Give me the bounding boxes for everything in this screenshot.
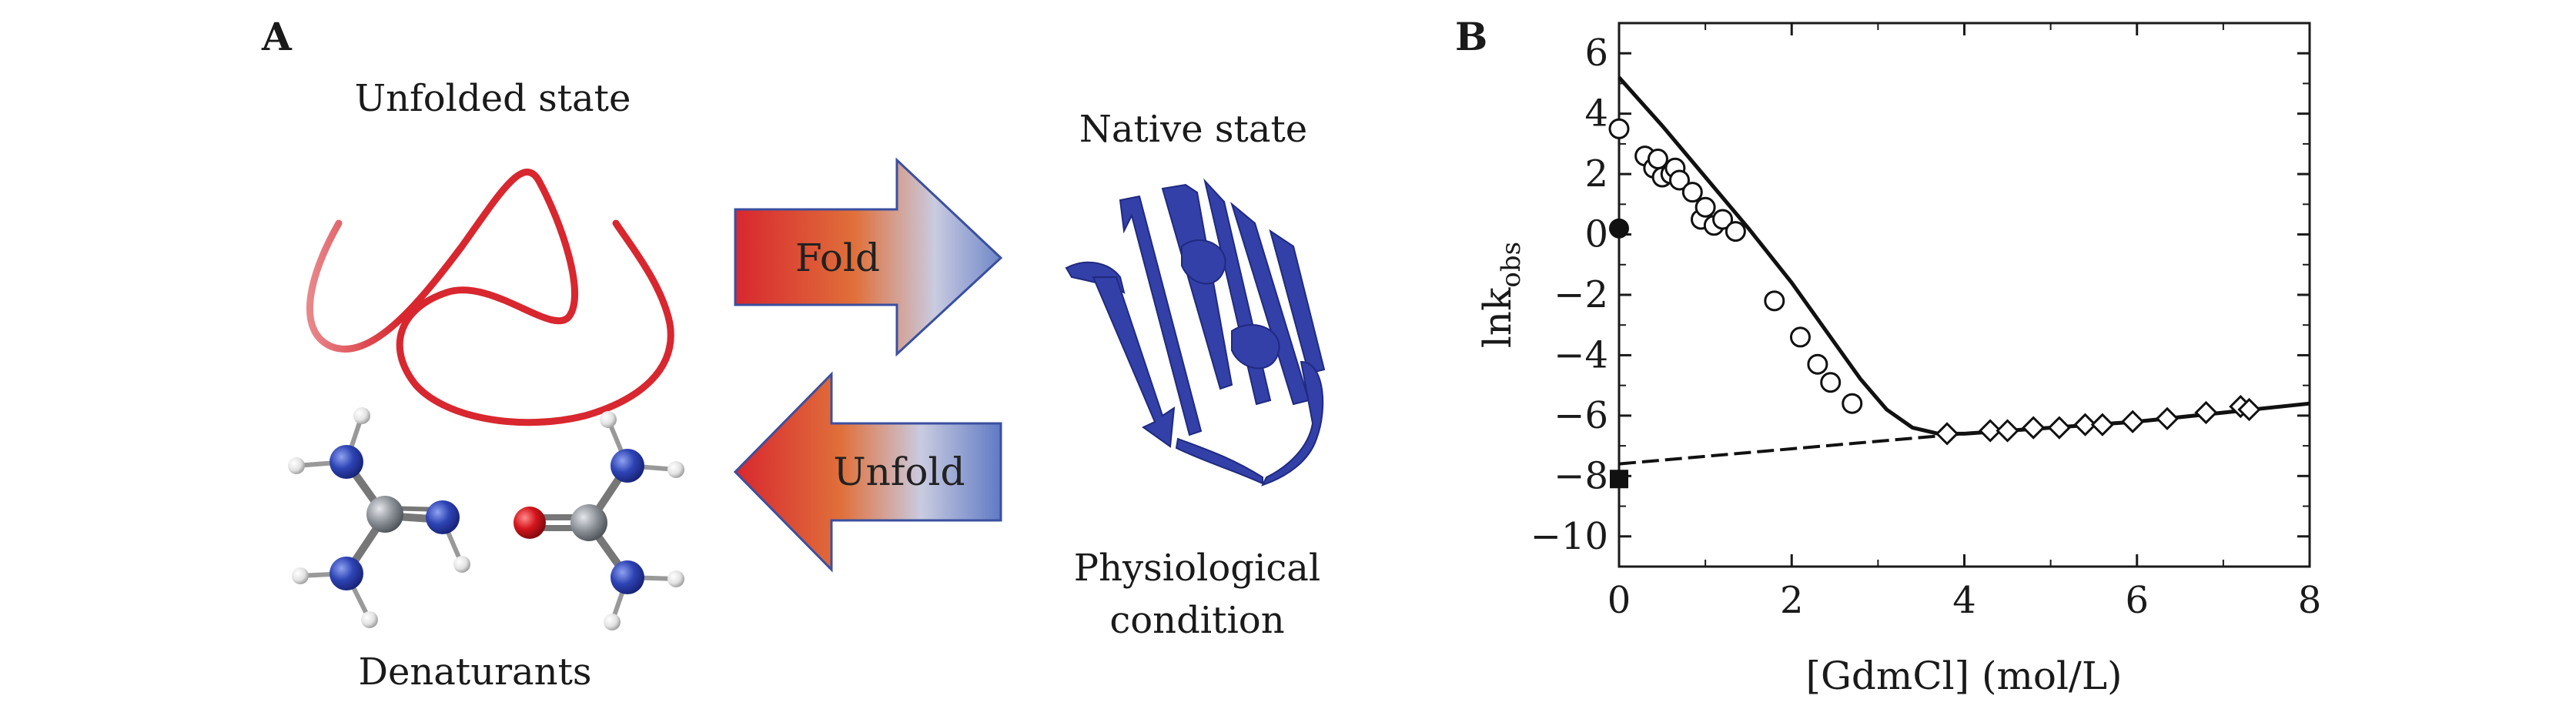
filled-circle-point <box>1609 218 1629 239</box>
open-diamond-point <box>2155 406 2180 430</box>
y-tick-label: −10 <box>1531 515 1608 558</box>
open-circle-point <box>1842 393 1863 414</box>
open-diamond-point <box>1996 419 2019 443</box>
y-tick-label: −6 <box>1554 394 1608 437</box>
physiological-condition-line2: condition <box>1109 599 1285 642</box>
filled-square-point <box>1610 470 1628 489</box>
open-diamond-point <box>2237 397 2261 422</box>
open-diamond-point <box>2194 400 2218 425</box>
y-axis-label: lnkobs <box>1475 242 1527 348</box>
open-circle-point <box>1807 353 1828 375</box>
x-tick-label: 8 <box>2298 579 2322 622</box>
unfolded-state-label: Unfolded state <box>354 77 631 120</box>
x-tick-label: 0 <box>1607 579 1631 622</box>
chevron-plot: 6 4 2 0 −2 −4 −6 −8 −10 0 2 4 6 8 [GdmCl] (mol/L) ln… <box>1475 22 2322 698</box>
fit-curve <box>1618 75 2310 436</box>
open-circle-point <box>1789 326 1811 348</box>
open-circle-point <box>1725 221 1746 242</box>
urea-molecule <box>514 411 684 630</box>
unfold-arrow: Unfold <box>733 371 1002 573</box>
y-tick-label: 2 <box>1584 152 1608 196</box>
fold-arrow: Fold <box>734 157 1003 357</box>
extrapolation-line <box>1618 432 1965 466</box>
y-tick-label: 4 <box>1584 92 1608 135</box>
fold-label: Fold <box>795 236 880 280</box>
unfolded-chain-illustration <box>306 169 674 426</box>
open-circle-point <box>1694 196 1716 218</box>
open-diamond-point <box>2047 416 2071 440</box>
y-tick-label: 0 <box>1584 213 1608 256</box>
open-circle-point <box>1608 118 1630 139</box>
open-circle-point <box>1681 182 1703 203</box>
x-axis-ticks: 0 2 4 6 8 <box>1607 23 2322 622</box>
open-diamond-point <box>1935 422 1959 446</box>
y-tick-label: −4 <box>1554 333 1608 376</box>
open-diamond-point <box>2121 410 2145 433</box>
x-tick-label: 2 <box>1780 579 1804 622</box>
open-circle-point <box>1820 372 1842 393</box>
unfold-label: Unfold <box>834 450 965 494</box>
open-diamond-point <box>2022 416 2046 440</box>
y-tick-label: 6 <box>1584 32 1608 75</box>
open-diamond-point <box>2090 413 2115 436</box>
open-diamond-point <box>2073 413 2097 436</box>
open-circle-point <box>1647 149 1668 169</box>
y-axis-ticks: 6 4 2 0 −2 −4 −6 −8 −10 <box>1531 22 2310 567</box>
open-circle-point <box>1712 209 1734 230</box>
x-tick-label: 6 <box>2125 579 2149 622</box>
plot-frame <box>1618 22 2311 568</box>
denaturants-label: Denaturants <box>358 650 592 694</box>
panel-b-letter: B <box>1455 14 1488 59</box>
physiological-condition-line1: Physiological <box>1073 547 1321 590</box>
y-tick-label: −8 <box>1554 454 1608 497</box>
open-diamond-point <box>1979 419 2002 443</box>
x-axis-label: [GdmCl] (mol/L) <box>1805 654 2122 698</box>
y-tick-label: −2 <box>1554 273 1608 316</box>
data-points <box>1608 118 2261 489</box>
x-tick-label: 4 <box>1952 579 1976 622</box>
open-circle-point <box>1764 290 1785 312</box>
native-state-label: Native state <box>1079 108 1308 151</box>
panel-a-letter: A <box>262 14 292 59</box>
native-protein-illustration <box>1065 178 1326 487</box>
open-circle-point <box>1668 169 1690 191</box>
guanidinium-molecule <box>288 407 470 628</box>
